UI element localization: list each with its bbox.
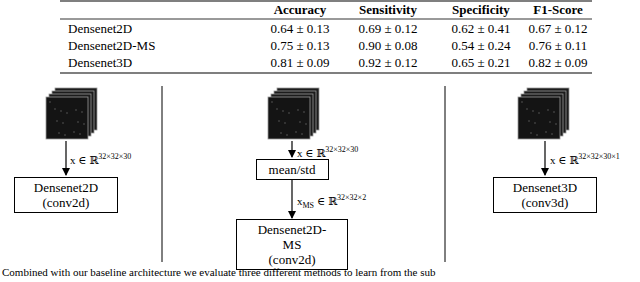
column-header: Accuracy — [274, 2, 327, 18]
image-speck — [81, 111, 83, 113]
dimension-exponent: 32×32×2 — [337, 193, 366, 202]
image-speck — [280, 132, 282, 134]
image-speck — [75, 109, 77, 111]
image-speck — [528, 120, 530, 122]
image-speck — [66, 112, 68, 114]
image-speck — [553, 111, 555, 113]
row-header: Densenet2D-MS — [68, 38, 155, 54]
image-speck — [56, 120, 58, 122]
image-speck — [299, 121, 301, 123]
box-text: Densenet2D-MS (conv2d) — [258, 222, 327, 267]
process-box: Densenet2D (conv2d) — [14, 177, 118, 213]
image-slice — [518, 97, 560, 139]
image-speck — [526, 108, 528, 110]
image-speck — [521, 101, 523, 103]
image-slice — [268, 97, 310, 139]
image-speck — [286, 134, 288, 136]
table-cell: 0.64 ± 0.13 — [270, 21, 329, 37]
image-speck — [297, 109, 299, 111]
image-speck — [295, 131, 297, 133]
image-speck — [271, 101, 273, 103]
shape-label: x ∈ ℝ32×32×30 — [297, 143, 358, 160]
image-speck — [62, 122, 64, 124]
row-header: Densenet2D — [68, 21, 132, 37]
image-speck — [83, 123, 85, 125]
image-speck — [284, 122, 286, 124]
image-speck — [58, 132, 60, 134]
image-speck — [549, 121, 551, 123]
table-cell: 0.76 ± 0.11 — [529, 38, 588, 54]
image-speck — [551, 133, 553, 135]
image-speck — [278, 120, 280, 122]
box-text: Densenet3D (conv3d) — [513, 180, 577, 210]
table-cell: 0.69 ± 0.12 — [358, 21, 417, 37]
table-cell: 0.65 ± 0.21 — [451, 55, 510, 71]
process-box: mean/std — [256, 159, 329, 180]
shape-label: x ∈ ℝ32×32×30×1 — [550, 150, 620, 167]
shape-label: x ∈ ℝ32×32×30 — [70, 150, 131, 167]
image-speck — [49, 101, 51, 103]
math-symbol: ∈ ℝ — [317, 195, 337, 207]
column-header: Specificity — [452, 2, 510, 18]
box-text: mean/std — [269, 162, 316, 177]
image-speck — [532, 110, 534, 112]
figure-caption: Combined with our baseline architecture … — [2, 266, 436, 279]
image-speck — [54, 108, 56, 110]
math-symbol: x ∈ ℝ — [550, 154, 578, 166]
math-symbol: x ∈ ℝ — [297, 147, 325, 159]
image-speck — [303, 111, 305, 113]
process-box: Densenet2D-MS (conv2d) — [236, 219, 348, 270]
image-speck — [536, 134, 538, 136]
image-speck — [555, 123, 557, 125]
image-speck — [64, 134, 66, 136]
math-symbol: x — [297, 195, 303, 207]
row-header: Densenet3D — [68, 55, 132, 71]
image-speck — [288, 112, 290, 114]
image-speck — [547, 109, 549, 111]
dimension-exponent: 32×32×30 — [325, 145, 358, 154]
table-cell: 0.75 ± 0.13 — [270, 38, 329, 54]
image-speck — [301, 133, 303, 135]
subscript: MS — [303, 201, 315, 210]
math-symbol: x ∈ ℝ — [70, 154, 98, 166]
dimension-exponent: 32×32×30 — [98, 152, 131, 161]
image-speck — [276, 108, 278, 110]
table-cell: 0.90 ± 0.08 — [358, 38, 417, 54]
image-slice — [46, 97, 88, 139]
table-rules — [60, 1, 592, 73]
process-box: Densenet3D (conv3d) — [493, 177, 597, 213]
table-cell: 0.92 ± 0.12 — [358, 55, 417, 71]
table-cell: 0.62 ± 0.41 — [451, 21, 510, 37]
table-cell: 0.54 ± 0.24 — [451, 38, 510, 54]
shape-label: xMS∈ ℝ32×32×2 — [297, 191, 366, 213]
column-header: Sensitivity — [359, 2, 417, 18]
image-speck — [534, 122, 536, 124]
image-speck — [538, 112, 540, 114]
image-speck — [79, 133, 81, 135]
image-speck — [530, 132, 532, 134]
image-speck — [305, 123, 307, 125]
dimension-exponent: 32×32×30×1 — [578, 152, 620, 161]
image-speck — [545, 131, 547, 133]
box-text: Densenet2D (conv2d) — [34, 180, 98, 210]
image-stacks — [46, 88, 569, 139]
column-header: F1-Score — [533, 2, 583, 18]
table-cell: 0.81 ± 0.09 — [270, 55, 329, 71]
image-speck — [60, 110, 62, 112]
table-cell: 0.67 ± 0.12 — [528, 21, 587, 37]
table-cell: 0.82 ± 0.09 — [528, 55, 587, 71]
image-speck — [73, 131, 75, 133]
image-speck — [282, 110, 284, 112]
image-speck — [77, 121, 79, 123]
flow-arrow — [291, 180, 292, 218]
